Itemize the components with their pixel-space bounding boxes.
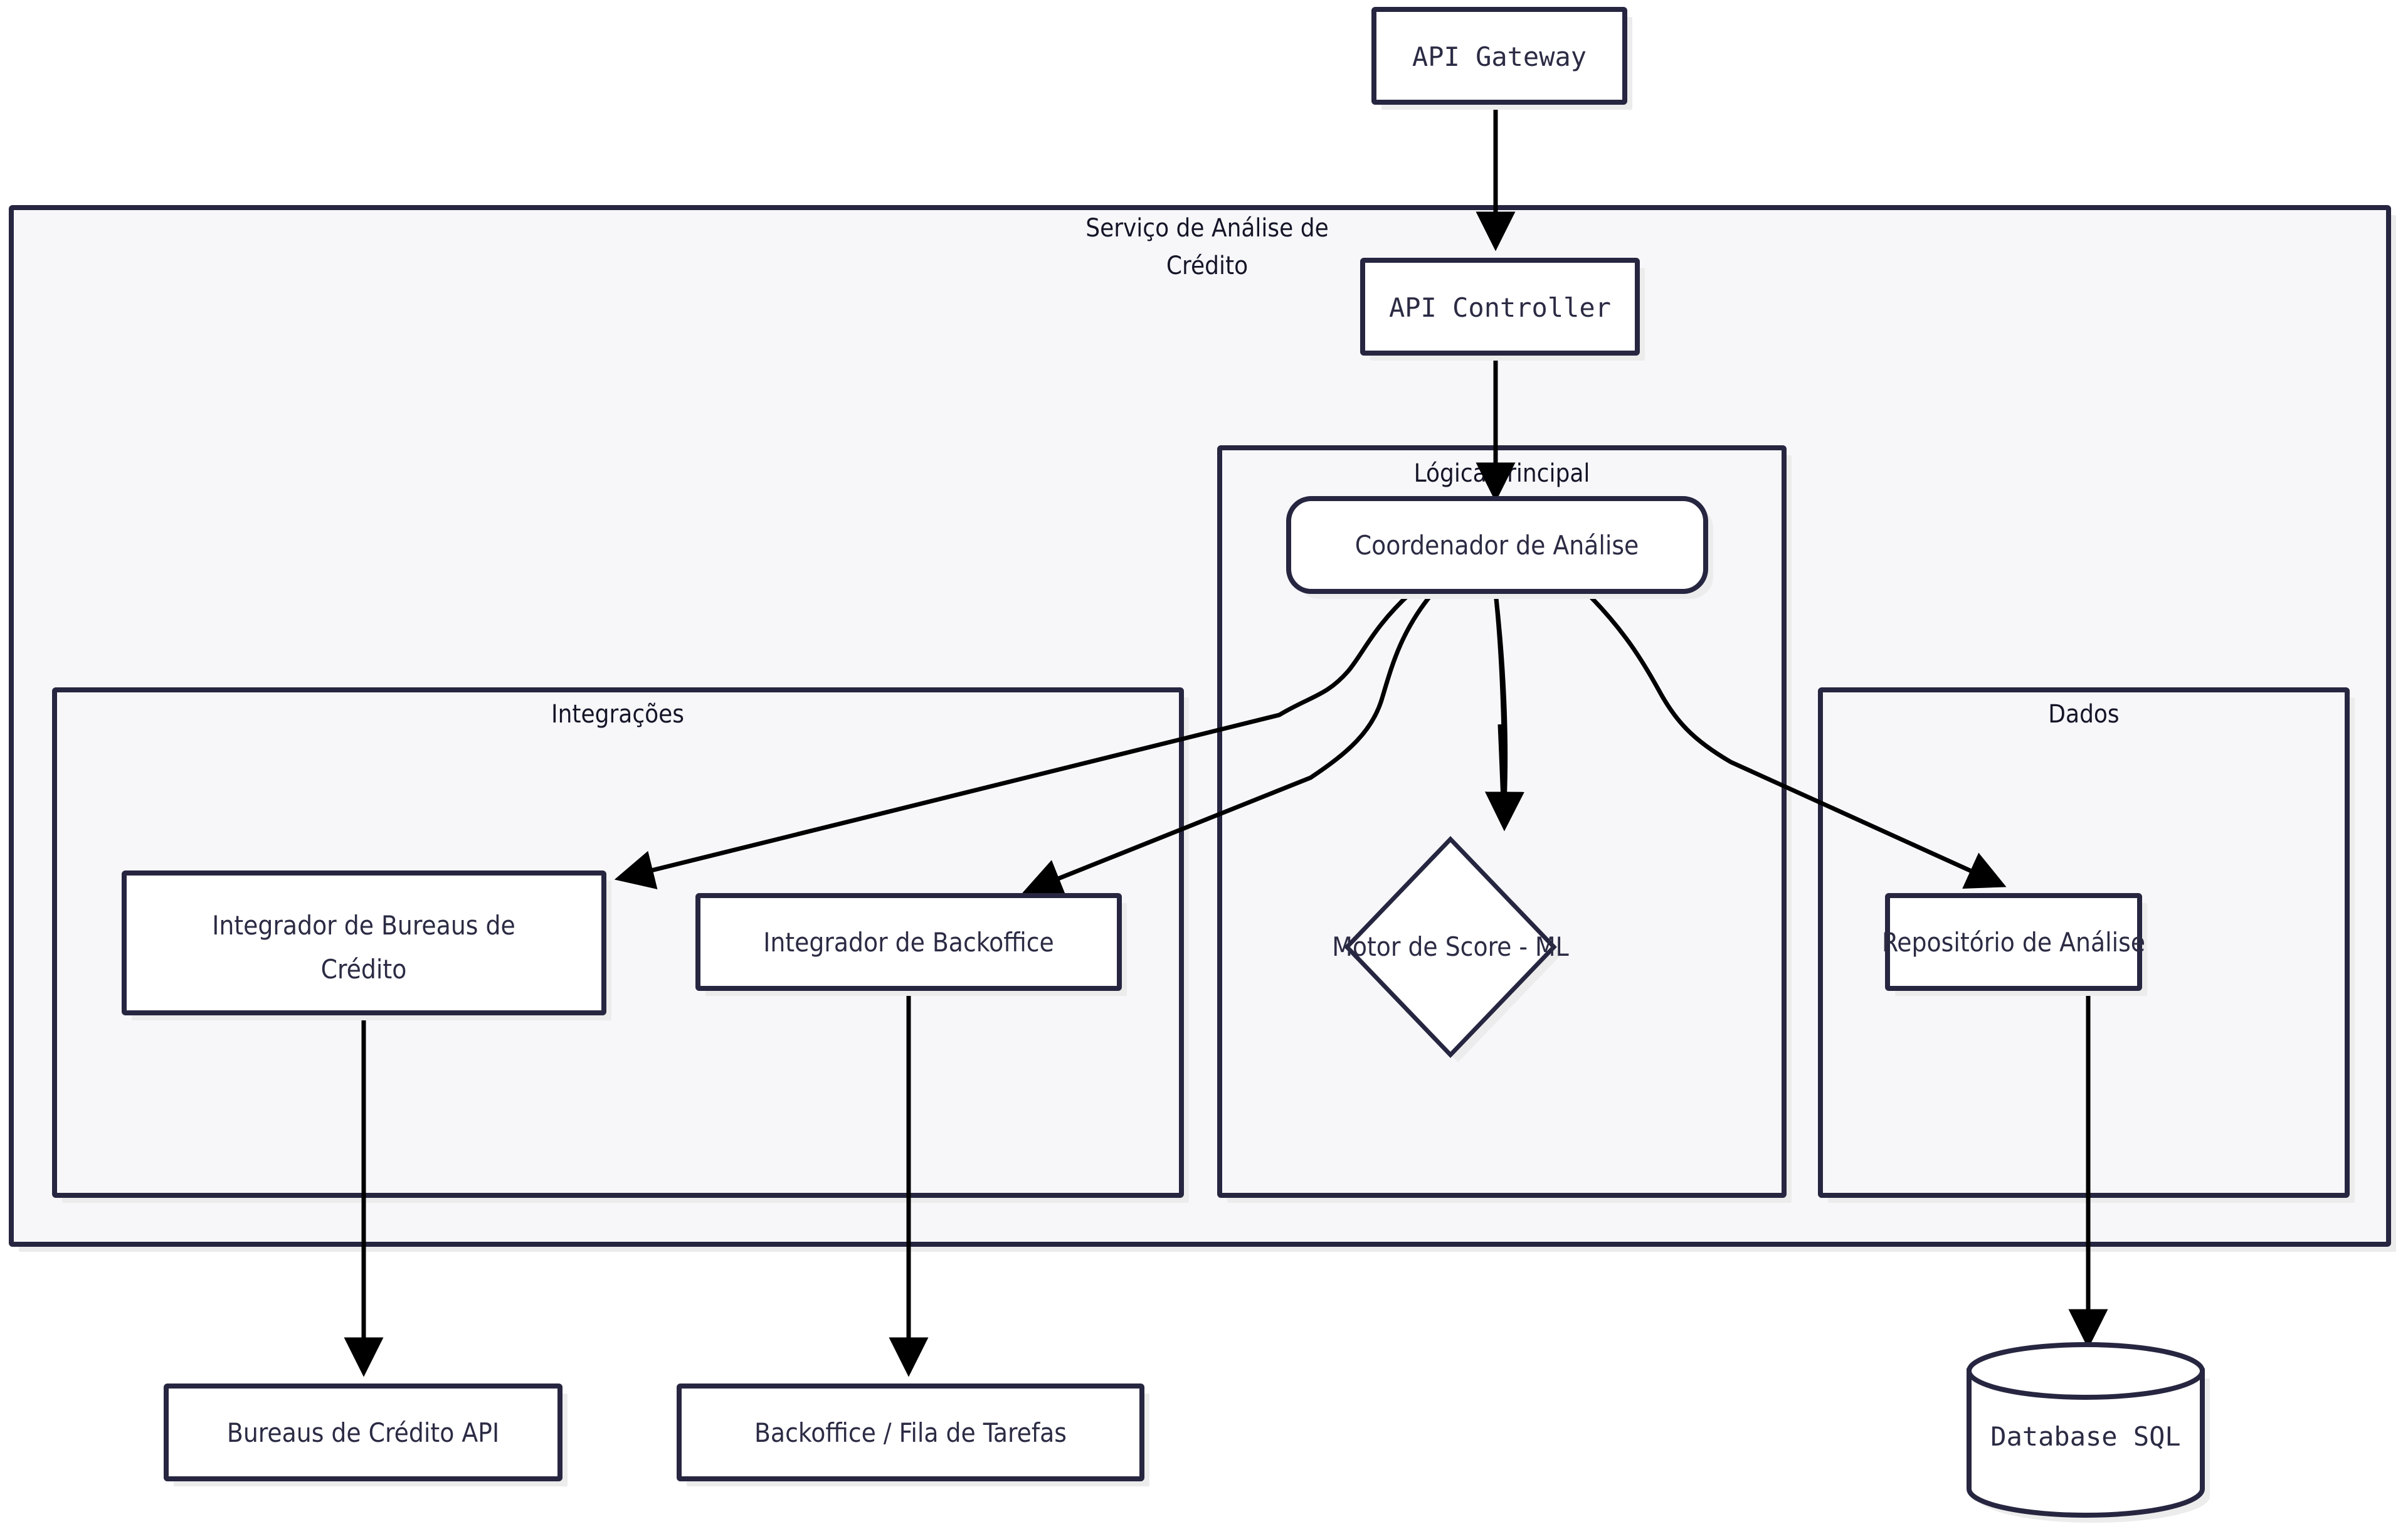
node-label-bureaus-api: Bureaus de Crédito API <box>227 1417 499 1448</box>
node-backoffice-fila-de-tarefas[interactable]: Backoffice / Fila de Tarefas <box>677 1384 1149 1486</box>
cluster-label-integracoes: Integrações <box>551 700 684 729</box>
cluster-label-servico-line2: Crédito <box>1166 251 1248 280</box>
edge-coordenador-to-integrador-bureaus <box>614 591 1413 889</box>
node-integrador-de-bureaus-de-credito[interactable]: Integrador de Bureaus de Crédito <box>122 870 611 1020</box>
node-label-database-sql: Database SQL <box>1990 1421 2180 1452</box>
node-api-controller[interactable]: API Controller <box>1360 258 1645 361</box>
node-label-integrador-backoffice: Integrador de Backoffice <box>763 927 1054 958</box>
node-integrador-de-backoffice[interactable]: Integrador de Backoffice <box>695 893 1127 996</box>
cluster-label-dados: Dados <box>2048 700 2119 729</box>
node-label-repositorio: Repositório de Análise <box>1882 927 2145 958</box>
node-api-gateway[interactable]: API Gateway <box>1371 7 1632 110</box>
node-label-integrador-bureaus: Integrador de Bureaus de <box>212 910 515 941</box>
node-motor-de-score-ml[interactable]: Motor de Score - ML <box>1332 835 1569 1062</box>
edge-coordenador-to-motor-score <box>1484 592 1524 832</box>
node-bureaus-de-credito-api[interactable]: Bureaus de Crédito API <box>164 1384 568 1486</box>
node-coordenador-de-analise[interactable]: Coordenador de Análise <box>1286 496 1713 599</box>
node-label-api-gateway: API Gateway <box>1412 41 1587 72</box>
cluster-label-servico: Serviço de Análise de <box>1085 214 1329 243</box>
cluster-label-logica: Lógica Principal <box>1414 459 1590 488</box>
edge-coordenador-to-integrador-backoffice <box>1022 591 1435 897</box>
edges-layer <box>344 103 2108 1377</box>
node-label-motor-score: Motor de Score - ML <box>1332 931 1568 962</box>
node-label-api-controller: API Controller <box>1389 292 1611 323</box>
node-database-sql[interactable]: Database SQL <box>1967 1342 2210 1523</box>
node-repositorio-de-analise[interactable]: Repositório de Análise <box>1882 893 2147 996</box>
edge-coordenador-to-repositorio <box>1585 591 2007 889</box>
node-label-integrador-bureaus-line2: Crédito <box>321 954 407 985</box>
node-label-coordenador: Coordenador de Análise <box>1355 530 1639 561</box>
node-label-backoffice-fila: Backoffice / Fila de Tarefas <box>754 1417 1067 1448</box>
